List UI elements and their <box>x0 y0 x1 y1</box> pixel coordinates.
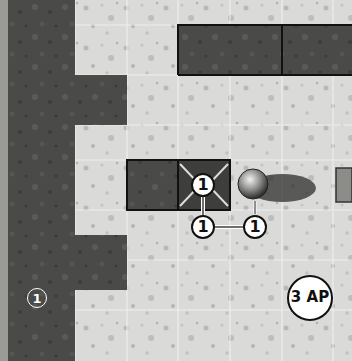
figure <box>238 169 268 199</box>
wall-outline <box>178 25 352 75</box>
path-line <box>255 201 256 214</box>
action-points-badge: 3 AP <box>287 275 333 321</box>
door-tile <box>127 160 230 210</box>
walls <box>8 0 352 361</box>
callout-circle: 1 <box>191 173 215 197</box>
callout-number: 1 <box>32 292 41 305</box>
connector-halo <box>215 225 243 229</box>
callout-number: 1 <box>197 219 208 235</box>
callout-number: 1 <box>197 177 208 193</box>
callout-number: 1 <box>249 219 260 235</box>
callout-circle: 1 <box>27 288 47 308</box>
path-line <box>202 197 203 215</box>
callout-number: 3 AP <box>291 290 329 305</box>
path-line <box>215 226 243 227</box>
connector-halo <box>201 197 205 215</box>
callout-circle: 1 <box>191 215 215 239</box>
path-line <box>254 201 257 214</box>
door-marker <box>336 168 352 202</box>
edge-strip <box>0 0 8 361</box>
callout-circle: 1 <box>243 215 267 239</box>
